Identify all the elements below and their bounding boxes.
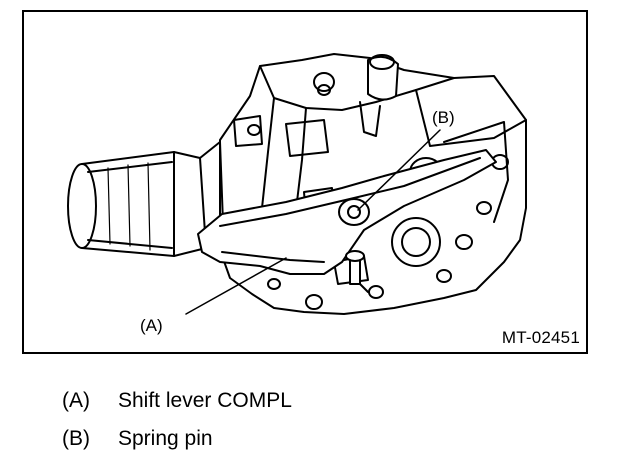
extension-housing: [67, 141, 225, 257]
callout-a: (A): [140, 316, 163, 335]
legend-label: Shift lever COMPL: [118, 389, 292, 412]
figure-frame: (A) (B) MT-02451: [22, 10, 588, 354]
leader-line-a: [185, 257, 287, 315]
legend-label: Spring pin: [118, 427, 213, 450]
figure-code: MT-02451: [501, 328, 580, 347]
legend-key: (B): [62, 427, 90, 450]
shift-lever: [197, 149, 497, 293]
leader-line-b: [357, 129, 441, 211]
legend: (A) Shift lever COMPL (B) Spring pin: [62, 382, 292, 458]
legend-key: (A): [62, 389, 90, 412]
legend-item: (A) Shift lever COMPL: [62, 382, 292, 420]
callout-b: (B): [432, 108, 455, 127]
transmission-illustration: [67, 53, 527, 315]
legend-item: (B) Spring pin: [62, 420, 292, 458]
